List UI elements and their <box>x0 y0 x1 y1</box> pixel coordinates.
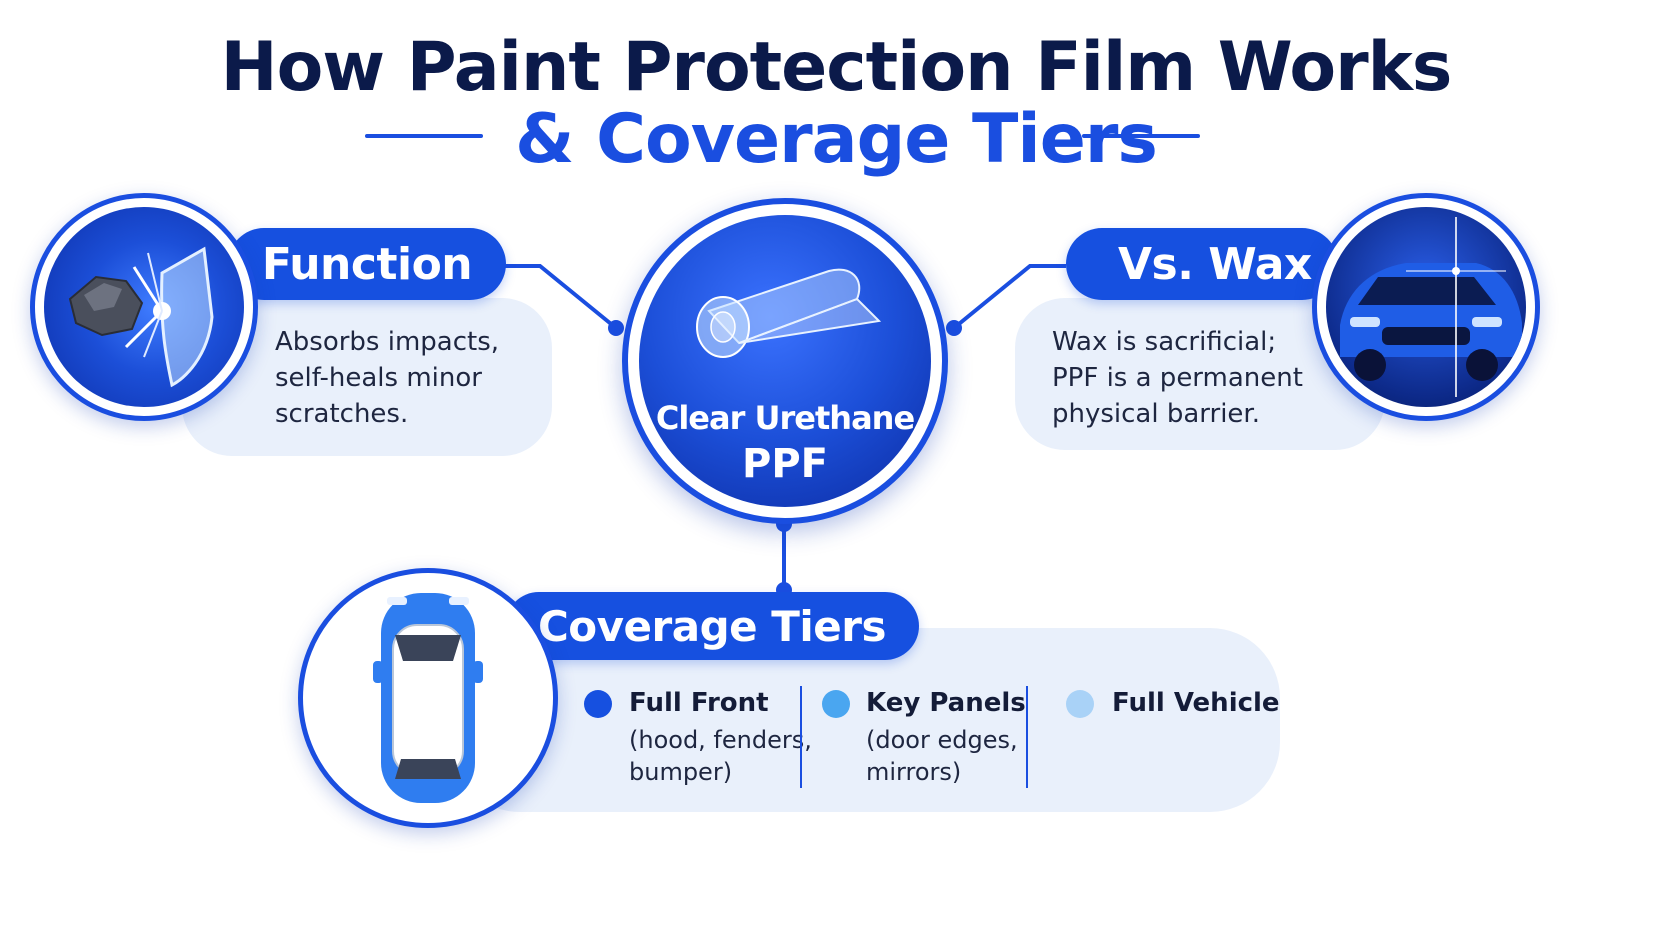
function-heading: Function <box>228 228 506 300</box>
title-rule-left <box>365 134 483 138</box>
car-top-view-icon <box>373 593 483 803</box>
tier-sub-line: bumper) <box>629 758 733 786</box>
wax-text-line: Wax is sacrificial; <box>1052 327 1277 357</box>
function-text: Absorbs impacts, self-heals minor scratc… <box>275 324 545 432</box>
function-circle <box>30 193 258 421</box>
tier-sub-line: (hood, fenders, <box>629 726 812 754</box>
wax-text-line: PPF is a permanent <box>1052 363 1303 393</box>
tier-divider-2 <box>1026 686 1028 788</box>
wax-heading: Vs. Wax <box>1066 228 1338 300</box>
coverage-heading: Coverage Tiers <box>505 592 919 660</box>
coverage-circle <box>298 568 558 828</box>
tier-name-full-vehicle: Full Vehicle <box>1112 688 1280 718</box>
center-circle: Clear Urethane PPF <box>622 198 948 524</box>
tier-sub-line: (door edges, <box>866 726 1018 754</box>
tier-sub-full-front: (hood, fenders, bumper) <box>629 724 812 788</box>
center-label-line-1: Clear Urethane <box>655 399 915 437</box>
wax-text-line: physical barrier. <box>1052 399 1260 429</box>
center-label-line-2: PPF <box>742 441 828 487</box>
center-inner: Clear Urethane PPF <box>639 215 931 507</box>
tier-name-key-panels: Key Panels <box>866 688 1026 718</box>
wax-circle <box>1312 193 1540 421</box>
film-roll-icon <box>696 268 882 358</box>
tier-sub-line: mirrors) <box>866 758 962 786</box>
title-rule-right <box>1082 134 1200 138</box>
rock-impact-shield-icon <box>44 207 244 407</box>
function-text-line: Absorbs impacts, <box>275 327 500 357</box>
tier-dot-key-panels <box>822 690 850 718</box>
function-text-line: self-heals minor <box>275 363 482 393</box>
function-text-line: scratches. <box>275 399 409 429</box>
tier-dot-full-front <box>584 690 612 718</box>
tier-name-full-front: Full Front <box>629 688 769 718</box>
title-line-2: & Coverage Tiers <box>515 100 1158 179</box>
blue-car-front-icon <box>1326 207 1526 407</box>
tier-sub-key-panels: (door edges, mirrors) <box>866 724 1018 788</box>
wax-text: Wax is sacrificial; PPF is a permanent p… <box>1052 324 1342 432</box>
tier-divider-1 <box>800 686 802 788</box>
title-line-1: How Paint Protection Film Works <box>220 28 1453 107</box>
tier-dot-full-vehicle <box>1066 690 1094 718</box>
